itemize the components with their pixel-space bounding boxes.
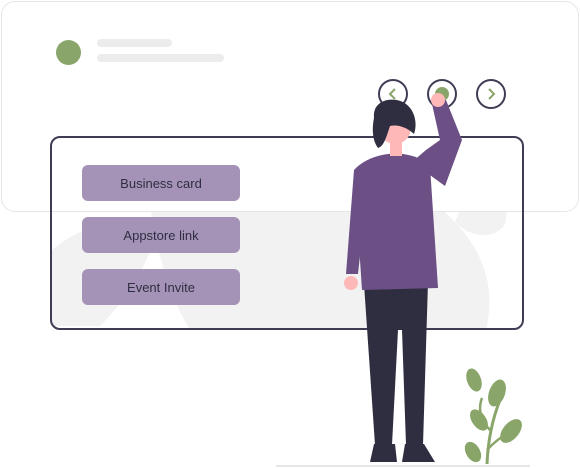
placeholder-line-title	[97, 39, 172, 47]
avatar	[56, 40, 81, 65]
placeholder-line-subtitle	[97, 54, 224, 62]
appstore-link-button[interactable]: Appstore link	[82, 217, 240, 253]
chevron-left-icon	[388, 88, 396, 100]
options-panel	[50, 136, 524, 330]
business-card-button[interactable]: Business card	[82, 165, 240, 201]
chevron-right-icon	[488, 88, 496, 100]
event-invite-button[interactable]: Event Invite	[82, 269, 240, 305]
next-button[interactable]	[476, 79, 506, 109]
